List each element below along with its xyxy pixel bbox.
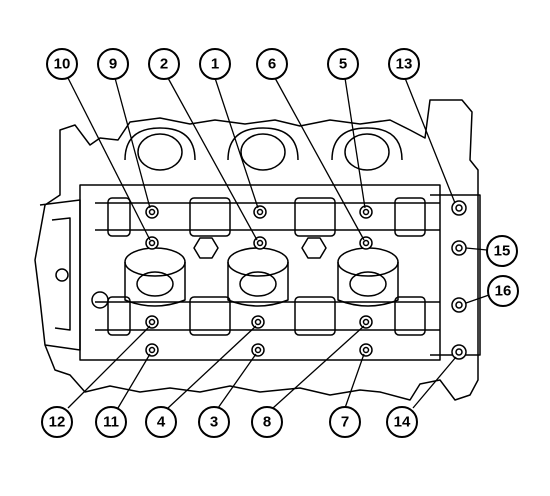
cam-lobe [294,197,336,237]
left-flange-inner [51,217,71,331]
callout-circle-1 [199,48,231,80]
leader-line-12 [67,325,151,409]
callout-label-10: 10 [54,56,71,73]
callout-label-9: 9 [109,56,117,73]
hex-plug [193,237,219,259]
head-bolt-10 [145,236,159,250]
callout-circle-11 [95,406,127,438]
callout-circle-9 [97,48,129,80]
head-bolt-11 [145,343,159,357]
head-bolt-9 [145,205,159,219]
hex-plug [301,237,327,259]
callout-circle-12 [41,406,73,438]
callout-label-3: 3 [210,414,218,431]
callout-label-11: 11 [103,414,119,431]
cam-lobe [189,197,231,237]
leader-line-14 [412,356,457,409]
callout-circle-2 [148,48,180,80]
callout-label-14: 14 [394,414,411,431]
cam-lobe [107,197,131,237]
callout-circle-5 [327,48,359,80]
head-bolt-14 [451,344,467,360]
right-flange [430,194,481,356]
callout-label-4: 4 [157,414,166,431]
callout-circle-3 [198,406,230,438]
callout-circle-6 [256,48,288,80]
leader-line-7 [344,353,365,409]
head-bolt-16 [451,297,467,313]
left-flange [39,199,81,351]
leader-line-1 [214,77,259,209]
port-bore-right [344,133,390,171]
casting-boss [91,291,109,309]
head-bolt-7 [359,343,373,357]
cam-lobe [394,296,426,336]
casting-boss [55,268,69,282]
port-bore-mid [240,133,286,171]
spark-plug-tower-left [124,247,186,307]
leader-line-9 [114,77,151,209]
callout-label-2: 2 [160,56,168,73]
callout-label-8: 8 [263,414,271,431]
camshaft-lower [95,301,440,331]
leader-line-8 [272,325,365,409]
spark-plug-tower-mid [227,247,289,307]
port-bore-left [137,133,183,171]
cam-lobe [394,197,426,237]
head-bolt-1 [253,205,267,219]
leader-line-4 [167,325,257,409]
leader-line-2 [167,77,258,241]
callout-label-5: 5 [339,56,347,73]
leader-line-16 [465,294,490,304]
leader-line-6 [274,77,365,241]
cam-lobe [107,296,131,336]
callout-circle-15 [486,235,518,267]
leader-line-11 [117,353,151,409]
callout-circle-10 [46,48,78,80]
cam-lobe [189,296,231,336]
callout-label-7: 7 [341,414,349,431]
head-bolt-15 [451,240,467,256]
head-bolt-8 [359,315,373,329]
port-arch-left [124,127,196,161]
callout-label-13: 13 [396,56,413,73]
callout-label-15: 15 [494,243,511,260]
callout-circle-4 [145,406,177,438]
camshaft-upper [95,202,440,231]
head-outline [34,99,479,401]
callout-label-6: 6 [268,56,276,73]
callout-label-1: 1 [211,56,219,73]
callout-circle-16 [487,275,519,307]
head-bolt-12 [145,315,159,329]
port-arch-right [331,127,403,161]
callout-circle-8 [251,406,283,438]
head-bolt-13 [451,200,467,216]
head-bolt-3 [251,343,265,357]
spark-plug-tower-right [337,247,399,307]
callout-label-16: 16 [495,283,512,300]
callout-label-12: 12 [49,414,66,431]
leader-line-3 [217,353,257,409]
head-bolt-5 [359,205,373,219]
leader-line-5 [344,77,366,209]
head-bolt-4 [251,315,265,329]
head-bolt-6 [359,236,373,250]
port-arch-mid [227,127,299,161]
callout-circle-7 [329,406,361,438]
cam-lobe [294,296,336,336]
callout-circle-14 [386,406,418,438]
callout-circle-13 [388,48,420,80]
leader-line-15 [465,247,488,251]
leader-line-13 [404,77,456,204]
leader-line-10 [67,77,151,241]
